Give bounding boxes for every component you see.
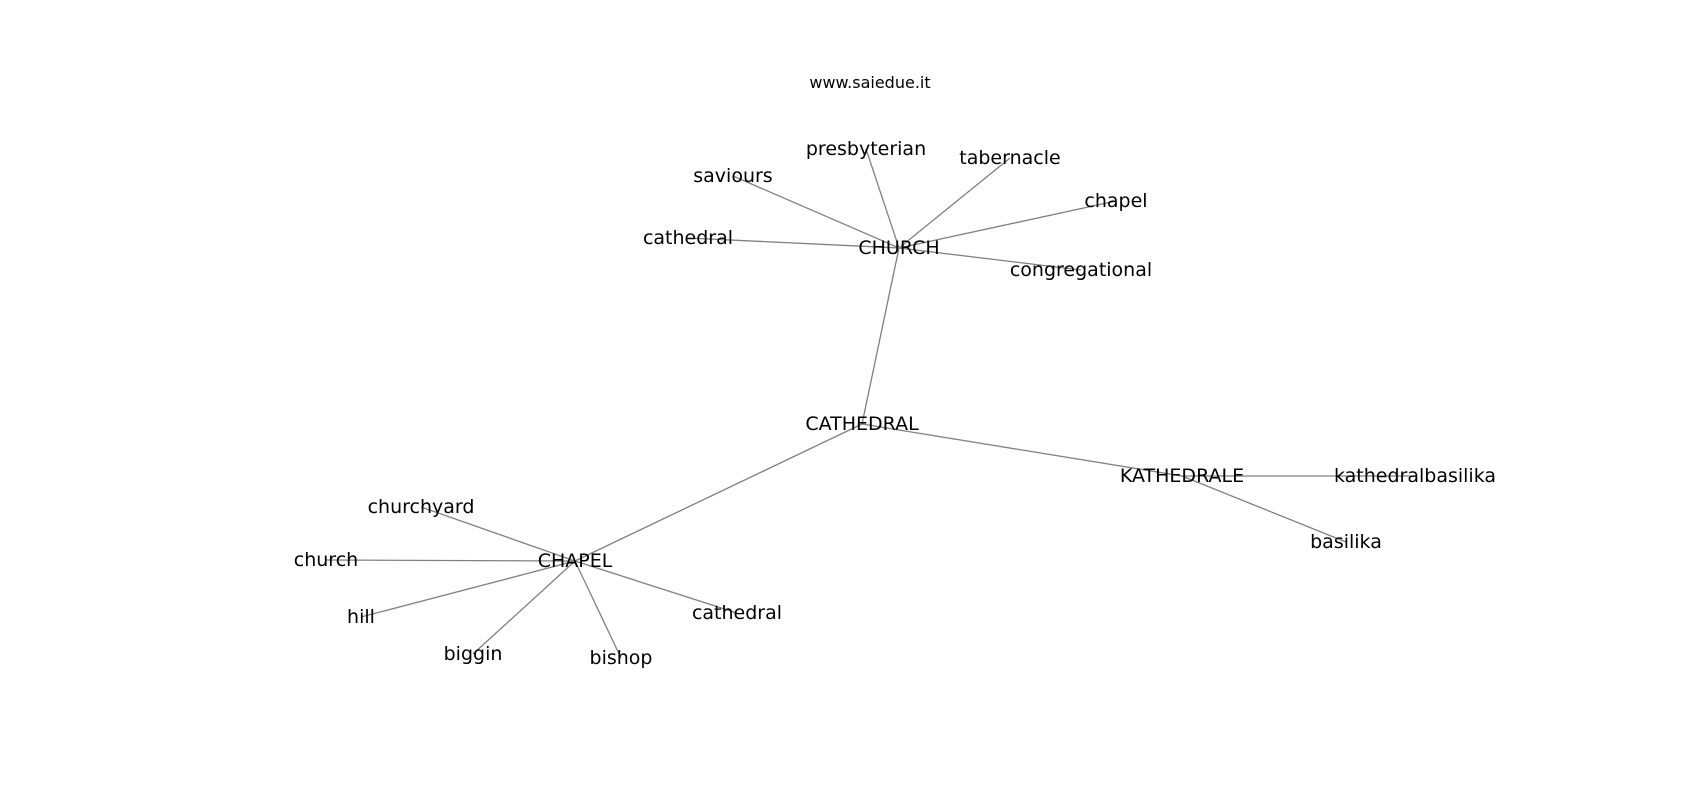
node-label-church-tabernacle: tabernacle — [959, 147, 1060, 169]
edge-church-church_tabernacle — [898, 157, 1011, 249]
edge-church-church_saviours — [732, 175, 900, 249]
edge-chapel-chapel_bishop — [574, 560, 622, 659]
node-label-cathedral: CATHEDRAL — [805, 413, 919, 435]
edge-kathedrale-kath_basilika — [1181, 475, 1347, 543]
node-label-church: CHURCH — [858, 237, 939, 259]
node-label-chapel-church: church — [294, 549, 358, 571]
edge-cathedral-chapel — [574, 423, 863, 562]
edge-chapel-chapel_biggin — [472, 560, 576, 655]
edge-cathedral-kathedrale — [861, 423, 1183, 477]
edge-chapel-chapel_churchyard — [420, 506, 576, 562]
node-label-chapel-bishop: bishop — [590, 647, 653, 669]
nodes-layer: CATHEDRAL CHURCH CHAPEL KATHEDRALE saviours p… — [294, 138, 1496, 669]
edge-chapel-chapel_hill — [360, 560, 576, 618]
edge-church-church_presbyterian — [865, 148, 900, 249]
node-label-church-congregational: congregational — [1010, 259, 1152, 281]
node-label-chapel: CHAPEL — [538, 550, 613, 572]
node-label-kath-basilika: basilika — [1310, 531, 1382, 553]
node-label-chapel-hill: hill — [347, 606, 375, 628]
node-label-church-saviours: saviours — [693, 165, 772, 187]
node-label-church-cathedral: cathedral — [643, 227, 733, 249]
edge-church-church_congregational — [898, 247, 1082, 271]
node-label-chapel-biggin: biggin — [444, 643, 503, 665]
node-label-kathedrale: KATHEDRALE — [1120, 465, 1244, 487]
node-label-church-presbyterian: presbyterian — [806, 138, 926, 160]
edge-church-church_chapel — [898, 200, 1117, 249]
edge-chapel-chapel_church — [325, 559, 576, 562]
node-label-chapel-cathedral: cathedral — [692, 602, 782, 624]
watermark-text: www.saiedue.it — [809, 73, 930, 92]
node-label-church-chapel: chapel — [1084, 190, 1147, 212]
edge-cathedral-church — [861, 247, 900, 425]
node-label-kath-kathedralbasilika: kathedralbasilika — [1334, 465, 1496, 487]
node-label-chapel-churchyard: churchyard — [368, 496, 475, 518]
edges-layer — [325, 148, 1415, 659]
edge-church-church_cathedral — [687, 237, 900, 249]
edge-chapel-chapel_cathedral — [574, 560, 738, 614]
